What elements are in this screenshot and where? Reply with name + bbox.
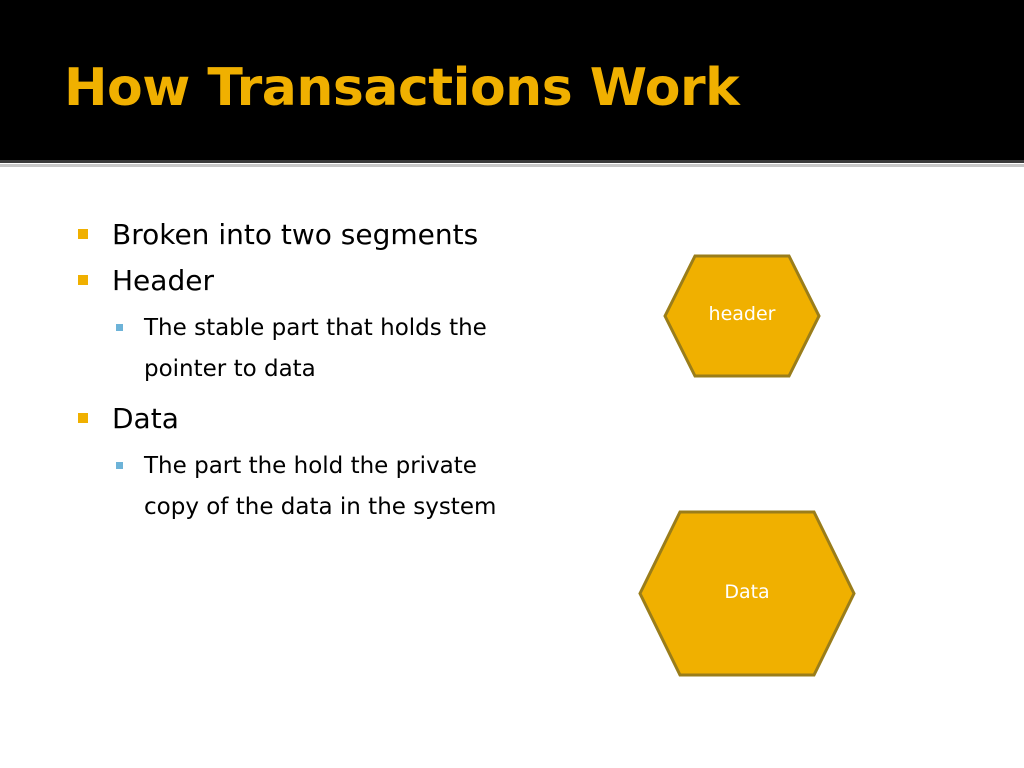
- header-hexagon-label: header: [708, 303, 776, 325]
- slide-title: How Transactions Work: [64, 58, 740, 118]
- header-hexagon: header: [662, 253, 822, 379]
- sub-bullet-item-2-1: The stable part that holds the pointer t…: [78, 308, 504, 390]
- bullet-item-1: Broken into two segments: [78, 212, 538, 258]
- data-hexagon-label: Data: [724, 581, 770, 603]
- bullet-text: Data: [112, 402, 179, 435]
- bullet-list: Broken into two segments Header The stab…: [78, 212, 538, 534]
- title-divider-light: [0, 164, 1024, 167]
- data-hexagon: Data: [637, 509, 857, 678]
- sub-bullet-item-3-1: The part the hold the private copy of th…: [78, 446, 504, 528]
- small-square-bullet-icon: [116, 462, 123, 469]
- sub-bullet-text: The stable part that holds the pointer t…: [144, 315, 487, 382]
- sub-bullet-text: The part the hold the private copy of th…: [144, 453, 497, 520]
- bullet-text: Broken into two segments: [112, 218, 479, 251]
- title-bar: How Transactions Work: [0, 0, 1024, 160]
- title-divider-dark: [0, 160, 1024, 163]
- hexagon-shape: [663, 254, 821, 378]
- square-bullet-icon: [78, 413, 88, 423]
- bullet-item-3: Data: [78, 396, 538, 442]
- hexagon-shape: [638, 510, 856, 677]
- square-bullet-icon: [78, 275, 88, 285]
- bullet-text: Header: [112, 264, 214, 297]
- square-bullet-icon: [78, 229, 88, 239]
- small-square-bullet-icon: [116, 324, 123, 331]
- bullet-item-2: Header: [78, 258, 538, 304]
